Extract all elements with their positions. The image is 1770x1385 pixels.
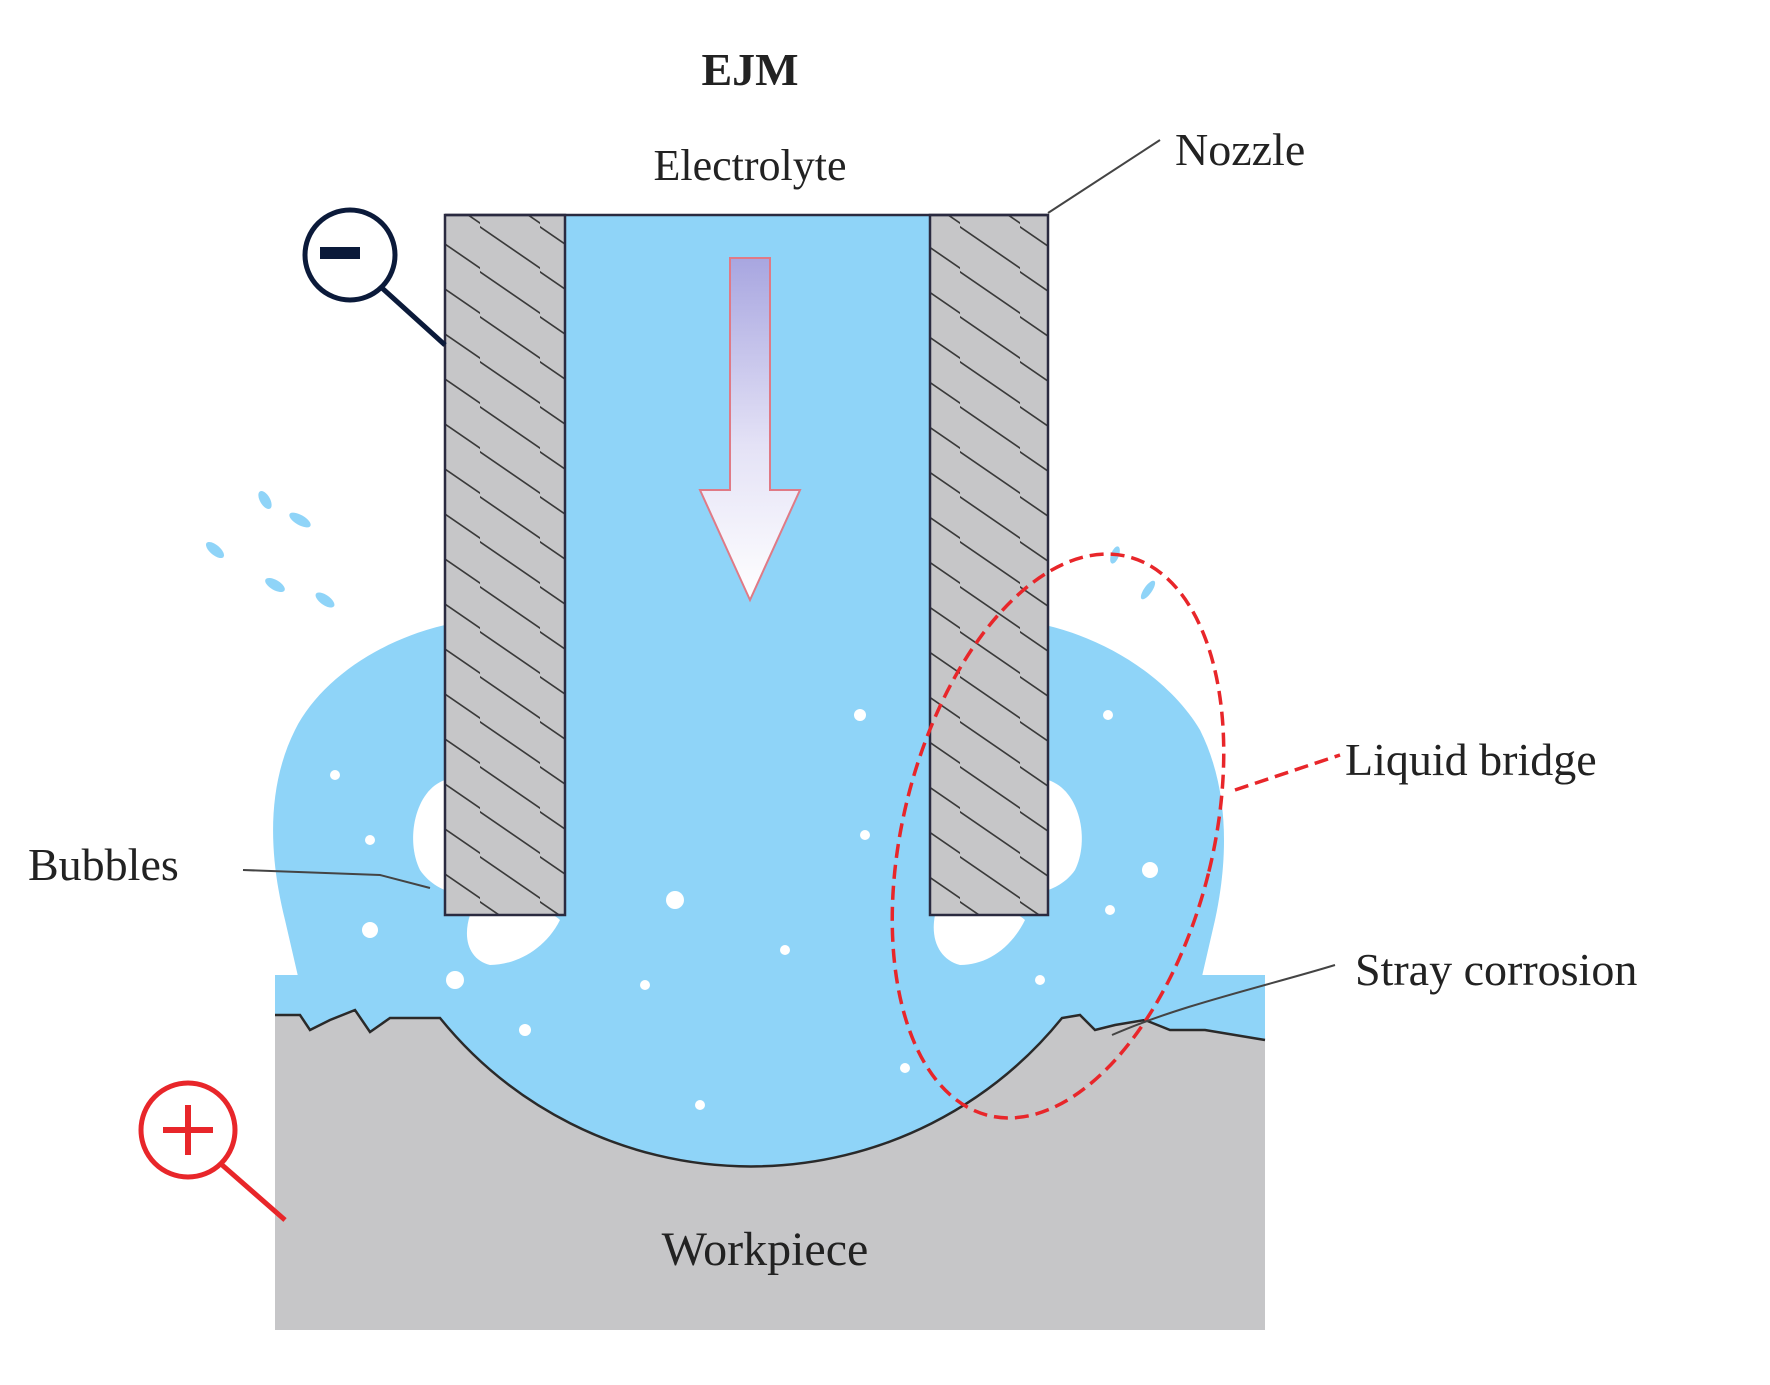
plus-terminal-icon [138,1080,287,1222]
liquid-bridge-label: Liquid bridge [1345,734,1597,785]
bubble-void-right-upper [1048,780,1082,890]
bubble-void-right-lower [933,908,1025,965]
stray-corrosion-leader [1111,964,1336,1036]
liquid-bridge-leader [1234,753,1341,792]
workpiece-label: Workpiece [662,1223,869,1276]
flow-arrow-icon [698,257,802,603]
machined-crater [275,1008,1266,1168]
nozzle-leader [1047,139,1161,214]
workpiece [275,1010,1265,1330]
bubble-void-left-lower [466,908,560,965]
nozzle-label: Nozzle [1175,124,1305,175]
electrolyte-pool [275,975,1265,1167]
minus-terminal-icon [302,207,447,347]
stray-corrosion-label: Stray corrosion [1355,944,1637,995]
electrolyte-label: Electrolyte [653,141,846,190]
bubbles-leader [242,869,431,889]
bubbles-label: Bubbles [28,839,179,890]
bubbles [330,709,1158,1110]
diagram-title: EJM [701,44,798,95]
bubble-void-left-upper [413,780,445,890]
